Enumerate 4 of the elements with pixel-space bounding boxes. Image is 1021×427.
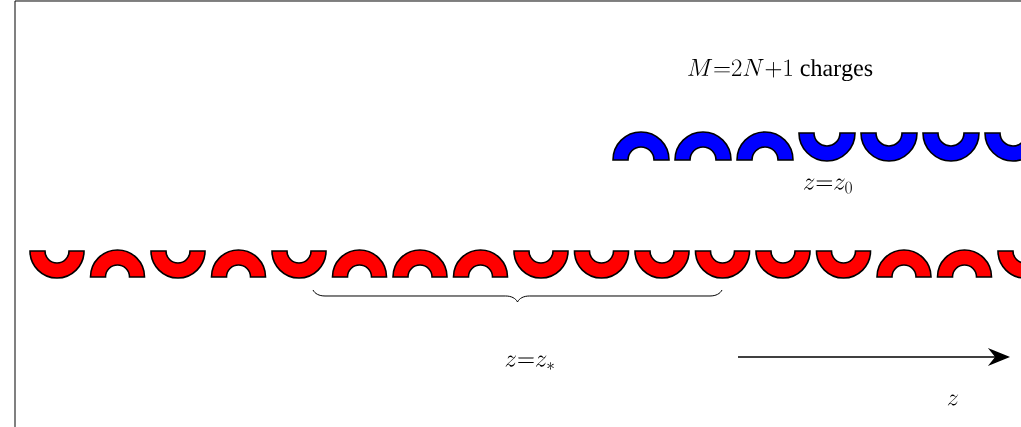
math-label: $z{=}z_0$ [804,178,852,194]
math-label: $M{=}2N{+}1\ \mathrm{charges}$ [688,58,873,82]
math-label: $z{=}z_*$ [505,355,554,370]
math-label: $z$ [947,394,959,406]
